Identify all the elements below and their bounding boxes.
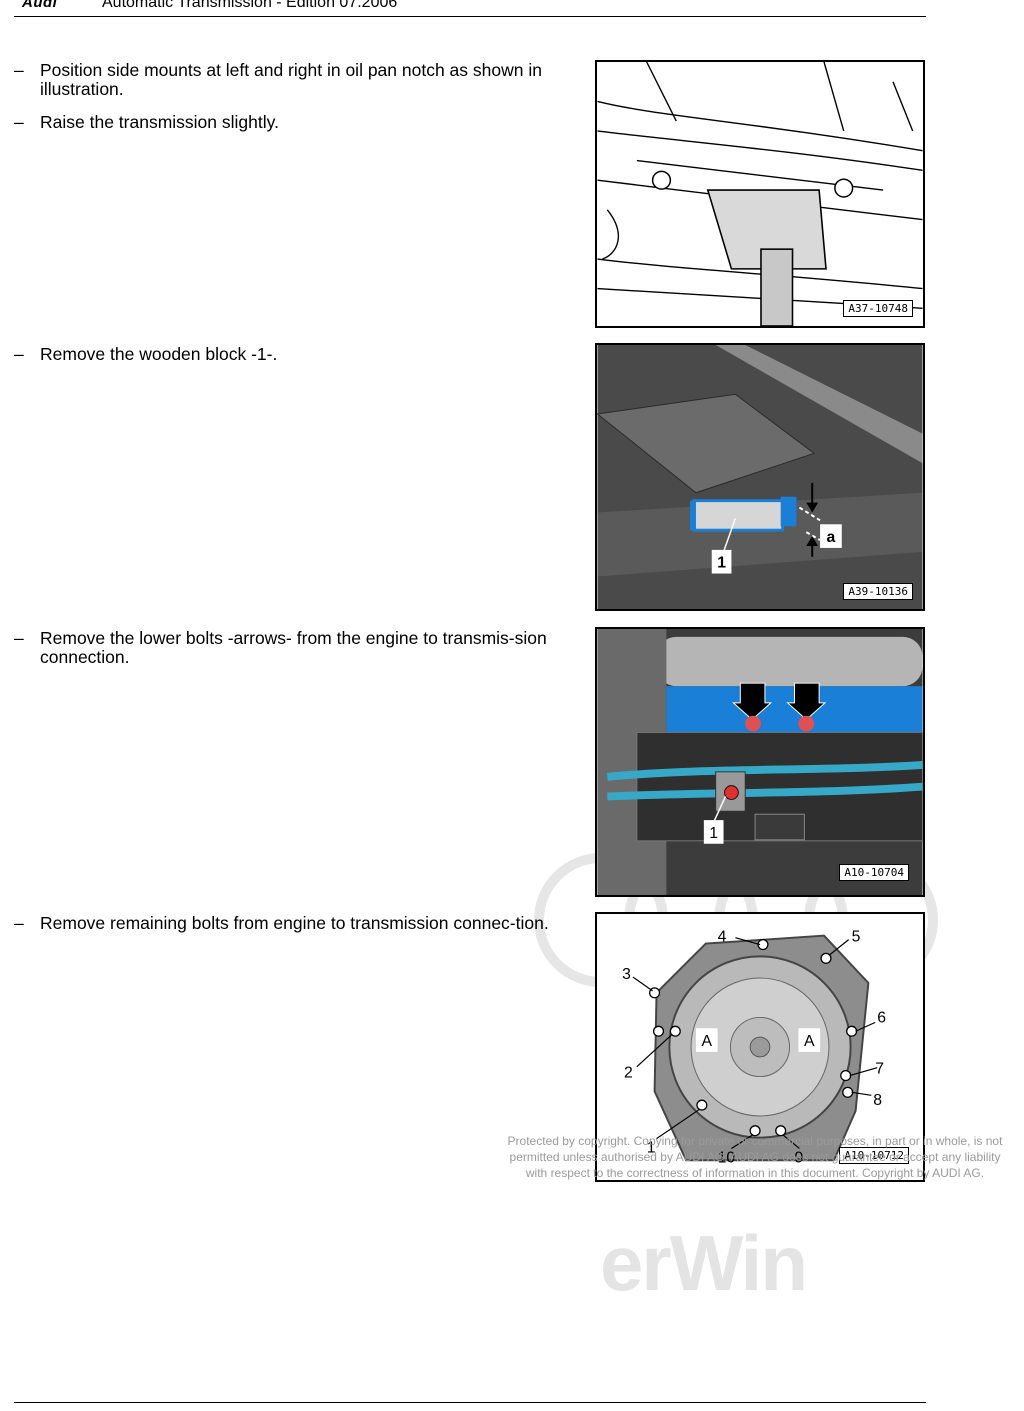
callout-9: 9 [794,1149,803,1166]
copyright-line: Protected by copyright. Copying for priv… [507,1134,1003,1148]
step-marker: – [14,112,24,132]
step-text: Remove remaining bolts from engine to tr… [40,913,549,933]
footer-rule [14,1402,926,1403]
figure-side-mounts: A37-10748 [595,60,925,328]
page-header: Audi Automatic Transmission - Edition 07… [14,0,926,17]
step-text: Remove the wooden block -1-. [40,344,278,364]
callout-8: 8 [873,1092,882,1109]
callout-A-left: A [702,1033,713,1050]
callout-4: 4 [718,929,727,946]
step-marker: – [14,60,24,80]
step-text: Position side mounts at left and right i… [40,60,542,99]
copyright-line: with respect to the correctness of infor… [525,1166,985,1180]
callout-10: 10 [718,1149,736,1166]
callout-2: 2 [624,1065,633,1082]
copyright-watermark: Protected by copyright. Copying for priv… [490,1133,1020,1181]
copyright-line: permitted unless authorised by AUDI AG. … [509,1150,1001,1164]
callout-1: 1 [709,825,718,842]
brand-logo: Audi [22,0,58,11]
callout-5: 5 [852,929,861,946]
step-item: – Remove the wooden block -1-. [14,345,559,364]
erwin-logo-watermark: erWin [600,1219,808,1307]
callout-7: 7 [875,1061,884,1078]
step-marker: – [14,628,24,648]
photo-lower-bolts: 1 [597,629,923,895]
step-item: – Raise the transmission slightly. [14,113,559,132]
step-item: – Position side mounts at left and right… [14,61,559,99]
figure-code: A37-10748 [843,300,913,317]
step-item: – Remove the lower bolts -arrows- from t… [14,629,559,667]
callout-1: 1 [717,555,726,572]
figure-wooden-block: a 1 A39-10136 [595,343,925,611]
callout-3: 3 [622,966,631,983]
step-marker: – [14,344,24,364]
callout-6: 6 [877,1009,886,1026]
callout-1: 1 [647,1139,656,1156]
figure-code: A10-10712 [839,1147,909,1164]
figure-transmission-bolts: 4 5 3 6 2 7 8 1 10 9 A A A10-10712 [595,912,925,1182]
step-marker: – [14,913,24,933]
callout-A-right: A [804,1033,815,1050]
line-drawing-oil-pan [597,62,923,326]
figure-code: A39-10136 [843,583,913,600]
figure-code: A10-10704 [839,864,909,881]
photo-wooden-block: a 1 [597,345,923,609]
step-item: – Remove remaining bolts from engine to … [14,914,559,933]
document-title: Automatic Transmission - Edition 07.2006 [102,0,398,11]
figure-lower-bolts: 1 A10-10704 [595,627,925,897]
callout-a: a [827,529,836,546]
step-text: Raise the transmission slightly. [40,112,279,132]
photo-transmission-face: 4 5 3 6 2 7 8 1 10 9 A A [597,914,923,1180]
step-text: Remove the lower bolts -arrows- from the… [40,628,547,667]
